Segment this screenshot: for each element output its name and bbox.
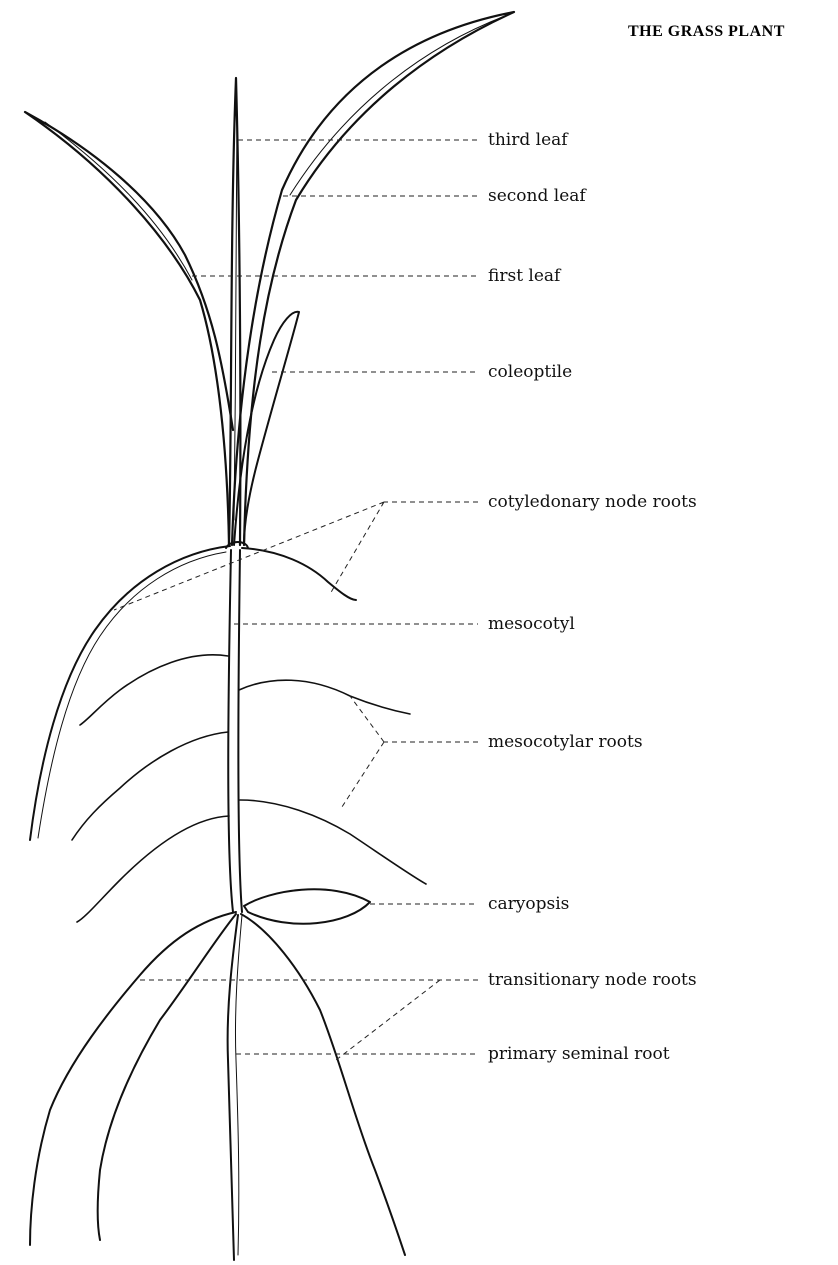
cotyledonary-roots — [30, 546, 356, 840]
label-third-leaf: third leaf — [488, 130, 569, 150]
label-cotyledonary-node-roots: cotyledonary node roots — [488, 492, 697, 512]
label-mesocotyl: mesocotyl — [488, 614, 575, 634]
coleoptile — [234, 312, 299, 545]
first-leaf — [25, 112, 233, 545]
label-transitionary-node-roots: transitionary node roots — [488, 970, 697, 990]
plant-illustration — [25, 12, 514, 1260]
label-primary-seminal-root: primary seminal root — [488, 1044, 670, 1064]
label-caryopsis: caryopsis — [488, 894, 569, 914]
diagram-title: THE GRASS PLANT — [628, 23, 785, 40]
label-first-leaf: first leaf — [488, 266, 562, 286]
second-leaf — [232, 12, 514, 545]
leader-transitionary-node-roots — [138, 980, 478, 1060]
labels: third leaf second leaf first leaf coleop… — [488, 130, 697, 1064]
lower-roots — [30, 912, 405, 1260]
mesocotylar-roots — [72, 655, 426, 922]
label-mesocotylar-roots: mesocotylar roots — [488, 732, 643, 752]
node-and-mesocotyl — [226, 542, 248, 912]
caryopsis — [244, 889, 370, 923]
label-coleoptile: coleoptile — [488, 362, 572, 382]
leader-cotyledonary-node-roots — [114, 502, 478, 610]
label-second-leaf: second leaf — [488, 186, 587, 206]
leader-lines — [114, 140, 478, 1060]
